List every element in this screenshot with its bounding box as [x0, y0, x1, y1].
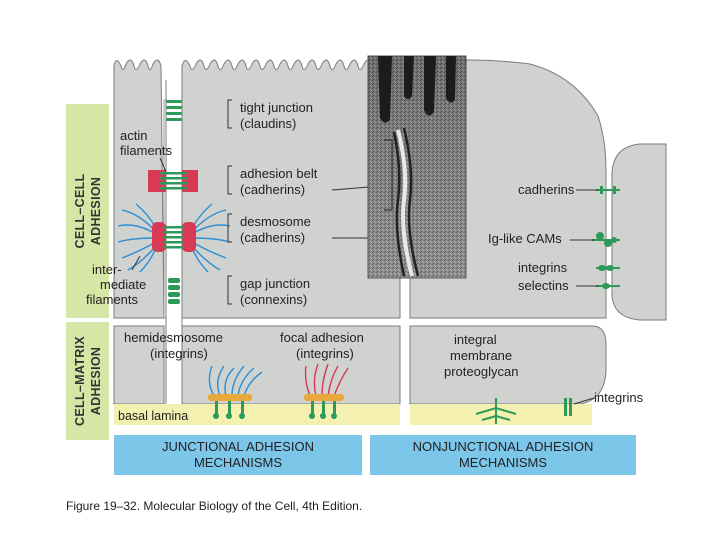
integrins-lower-pointer [573, 397, 595, 405]
proteoglycan-label-3: proteoglycan [444, 364, 518, 379]
proteoglycan-label-2: membrane [450, 348, 512, 363]
basal-lamina-right [410, 404, 592, 425]
hemidesmosome-label: hemidesmosome [124, 330, 223, 345]
figure-caption: Figure 19–32. Molecular Biology of the C… [66, 499, 362, 513]
integrin-lower-right [564, 398, 572, 416]
tight-junction-bracket [227, 99, 232, 129]
selectins-label: selectins [518, 278, 569, 293]
desmosome-label: desmosome [240, 214, 311, 229]
intermediate-label-1: inter- [92, 262, 122, 277]
electron-micrograph [367, 55, 467, 279]
integrins-right-label: integrins [518, 260, 568, 275]
middle-cell [181, 59, 401, 319]
tight-junction-label: tight junction [240, 100, 313, 115]
adhesion-belt-bracket [227, 165, 232, 195]
actin-label-1: actin [120, 128, 147, 143]
nonjunctional-label-2: MECHANISMS [459, 455, 547, 470]
nonjunctional-label-1: NONJUNCTIONAL ADHESION [413, 439, 594, 454]
desmosome [117, 203, 231, 273]
focal-adhesion [304, 363, 349, 419]
intermediate-label-3: filaments [86, 292, 139, 307]
junctional-label-2: MECHANISMS [194, 455, 282, 470]
basal-lamina-label: basal lamina [118, 409, 188, 423]
junctional-label-1: JUNCTIONAL ADHESION [162, 439, 314, 454]
intermediate-pointer [131, 255, 141, 271]
nonjunctional-band [370, 435, 636, 475]
right-molecules [592, 186, 620, 289]
adhesion-belt [148, 170, 198, 192]
desmosome-bracket [227, 213, 232, 243]
tight-junction-proteins [166, 100, 182, 121]
basal-lamina-left [114, 404, 400, 425]
proteoglycan-label-1: integral [454, 332, 497, 347]
gap-junction [168, 278, 180, 304]
junctional-band [114, 435, 362, 475]
cell-cell-band [66, 104, 109, 318]
actin-label-2: filaments [120, 143, 173, 158]
focal-adhesion-protein: (integrins) [296, 346, 354, 361]
desmosome-protein: (cadherins) [240, 230, 305, 245]
intermediate-label-2: mediate [100, 277, 146, 292]
gap-junction-bracket [227, 275, 232, 305]
hemidesmosome [208, 365, 263, 419]
ig-cams-label: Ig-like CAMs [488, 231, 562, 246]
cell-matrix-label-1: CELL–MATRIX [73, 336, 87, 426]
cell-cell-label-1: CELL–CELL [73, 173, 87, 248]
proteoglycan [475, 398, 517, 424]
intercellular-gap [166, 80, 182, 322]
cell-matrix-label-2: ADHESION [89, 347, 103, 415]
gap-junction-label: gap junction [240, 276, 310, 291]
adhesion-belt-label: adhesion belt [240, 166, 318, 181]
left-cell [113, 59, 165, 319]
tight-junction-protein: (claudins) [240, 116, 296, 131]
cadherins-right-label: cadherins [518, 182, 575, 197]
gap-junction-protein: (connexins) [240, 292, 307, 307]
adhesion-belt-protein: (cadherins) [240, 182, 305, 197]
lower-right-cell [409, 325, 607, 405]
focal-adhesion-label: focal adhesion [280, 330, 364, 345]
hemidesmosome-protein: (integrins) [150, 346, 208, 361]
integrins-lower-label: integrins [594, 390, 644, 405]
cell-cell-label-2: ADHESION [89, 177, 103, 245]
far-right-cell [611, 143, 667, 321]
actin-pointer [159, 157, 167, 173]
cell-matrix-band [66, 322, 109, 440]
